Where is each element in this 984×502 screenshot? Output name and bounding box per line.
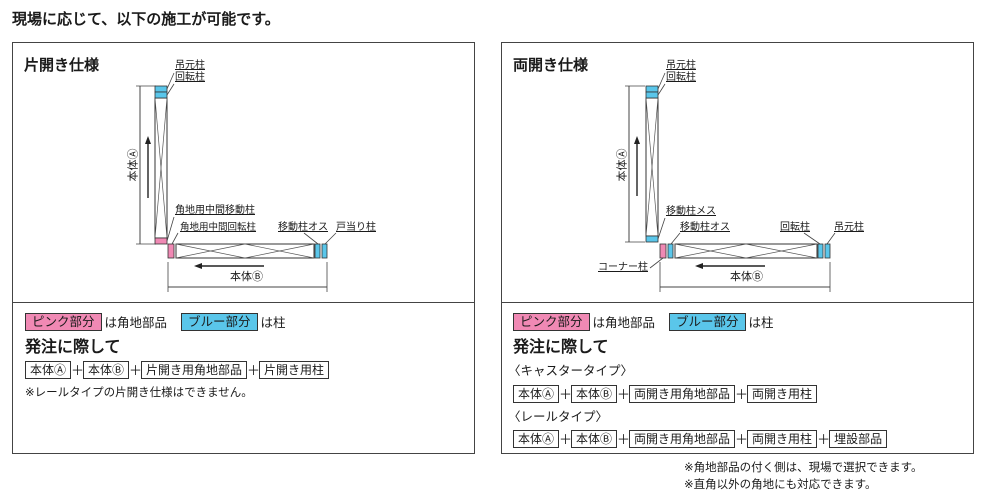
right-corner-post [667, 243, 674, 259]
left-label-idou-osu: 移動柱オス [278, 222, 328, 233]
left-corner-part-horizontal [167, 243, 175, 259]
right-label-kaiten-top: 回転柱 [666, 72, 696, 83]
right-label-kaiten: 回転柱 [780, 222, 810, 233]
formula-hontai-a: 本体Ⓐ [25, 360, 72, 379]
rail-formula: 本体Ⓐ ＋ 本体Ⓑ ＋ 両開き用角地部品 ＋ 両開き用柱 ＋ 埋設部品 [513, 429, 888, 448]
caster-formula: 本体Ⓐ ＋ 本体Ⓑ ＋ 両開き用角地部品 ＋ 両開き用柱 [513, 384, 818, 403]
left-label-kaiten: 回転柱 [175, 72, 205, 83]
blue-legend-chip: ブルー部分 [181, 312, 258, 331]
formula-corner-part: 片開き用角地部品 [141, 360, 248, 379]
right-legend: ピンク部分 は角地部品 ブルー部分 は柱 [513, 312, 774, 331]
pink-legend-chip: ピンク部分 [25, 312, 102, 331]
footnote-2: ※直角以外の角地にも対応できます。 [684, 477, 877, 491]
left-panel-title: 片開き仕様 [24, 56, 100, 74]
right-label-idou-mesu: 移動柱メス [666, 206, 716, 217]
formula-hontai-b: 本体Ⓑ [571, 429, 618, 448]
left-corner-part-vertical [154, 237, 168, 245]
pink-legend-chip: ピンク部分 [513, 312, 590, 331]
formula-buried-part: 埋設部品 [829, 429, 888, 448]
formula-hontai-a: 本体Ⓐ [513, 429, 560, 448]
right-top-post-2 [645, 91, 659, 99]
right-corner-part [659, 243, 667, 259]
left-label-toatari: 戸当り柱 [336, 222, 376, 233]
pink-legend-text: は角地部品 [592, 315, 656, 330]
left-moving-post [314, 243, 321, 259]
right-label-corner: コーナー柱 [598, 262, 648, 273]
caster-type-title: 〈キャスタータイプ〉 [508, 363, 634, 378]
right-diagram [625, 72, 836, 292]
right-label-hontai-b: 本体Ⓑ [730, 270, 763, 283]
blue-legend-chip: ブルー部分 [669, 312, 746, 331]
left-note: ※レールタイプの片開き仕様はできません。 [25, 385, 253, 399]
left-legend: ピンク部分 は角地部品 ブルー部分 は柱 [25, 312, 286, 331]
rail-type-title: 〈レールタイプ〉 [508, 409, 609, 424]
left-door-stop-post [321, 243, 328, 259]
formula-corner-part: 両開き用角地部品 [629, 384, 736, 403]
left-label-kado-idou: 角地用中間移動柱 [175, 205, 255, 216]
formula-hontai-b: 本体Ⓑ [571, 384, 618, 403]
right-order-title: 発注に際して [513, 337, 609, 356]
left-label-hontai-b: 本体Ⓑ [230, 270, 263, 283]
pink-legend-text: は角地部品 [104, 315, 168, 330]
left-formula: 本体Ⓐ ＋ 本体Ⓑ ＋ 片開き用角地部品 ＋ 片開き用柱 [25, 360, 330, 379]
right-hinge-post [824, 243, 831, 259]
footnote-1: ※角地部品の付く側は、現場で選択できます。 [684, 460, 923, 474]
left-order-title: 発注に際して [25, 337, 121, 356]
left-label-tsurimoto: 吊元柱 [175, 60, 205, 71]
blue-legend-text: は柱 [748, 315, 774, 330]
right-label-hontai-a: 本体Ⓐ [615, 148, 628, 182]
right-rotating-post [817, 243, 824, 259]
right-label-tsurimoto-top: 吊元柱 [666, 60, 696, 71]
left-diagram [136, 72, 337, 292]
right-moving-post-female [645, 235, 659, 243]
right-label-tsurimoto: 吊元柱 [834, 222, 864, 233]
right-panel-divider [501, 302, 974, 303]
right-top-post [645, 85, 659, 93]
left-top-post-2 [154, 91, 168, 99]
right-label-idou-osu: 移動柱オス [680, 222, 730, 233]
formula-post: 片開き用柱 [259, 360, 330, 379]
left-panel-divider [12, 302, 475, 303]
formula-corner-part: 両開き用角地部品 [629, 429, 736, 448]
left-label-hontai-a: 本体Ⓐ [126, 148, 139, 182]
formula-hontai-a: 本体Ⓐ [513, 384, 560, 403]
blue-legend-text: は柱 [260, 315, 286, 330]
left-label-kado-kaiten: 角地用中間回転柱 [180, 222, 257, 233]
right-panel-title: 両開き仕様 [513, 56, 589, 74]
formula-post: 両開き用柱 [747, 429, 818, 448]
page-heading: 現場に応じて、以下の施工が可能です。 [12, 10, 280, 28]
formula-hontai-b: 本体Ⓑ [83, 360, 130, 379]
left-top-post [154, 85, 168, 93]
formula-post: 両開き用柱 [747, 384, 818, 403]
